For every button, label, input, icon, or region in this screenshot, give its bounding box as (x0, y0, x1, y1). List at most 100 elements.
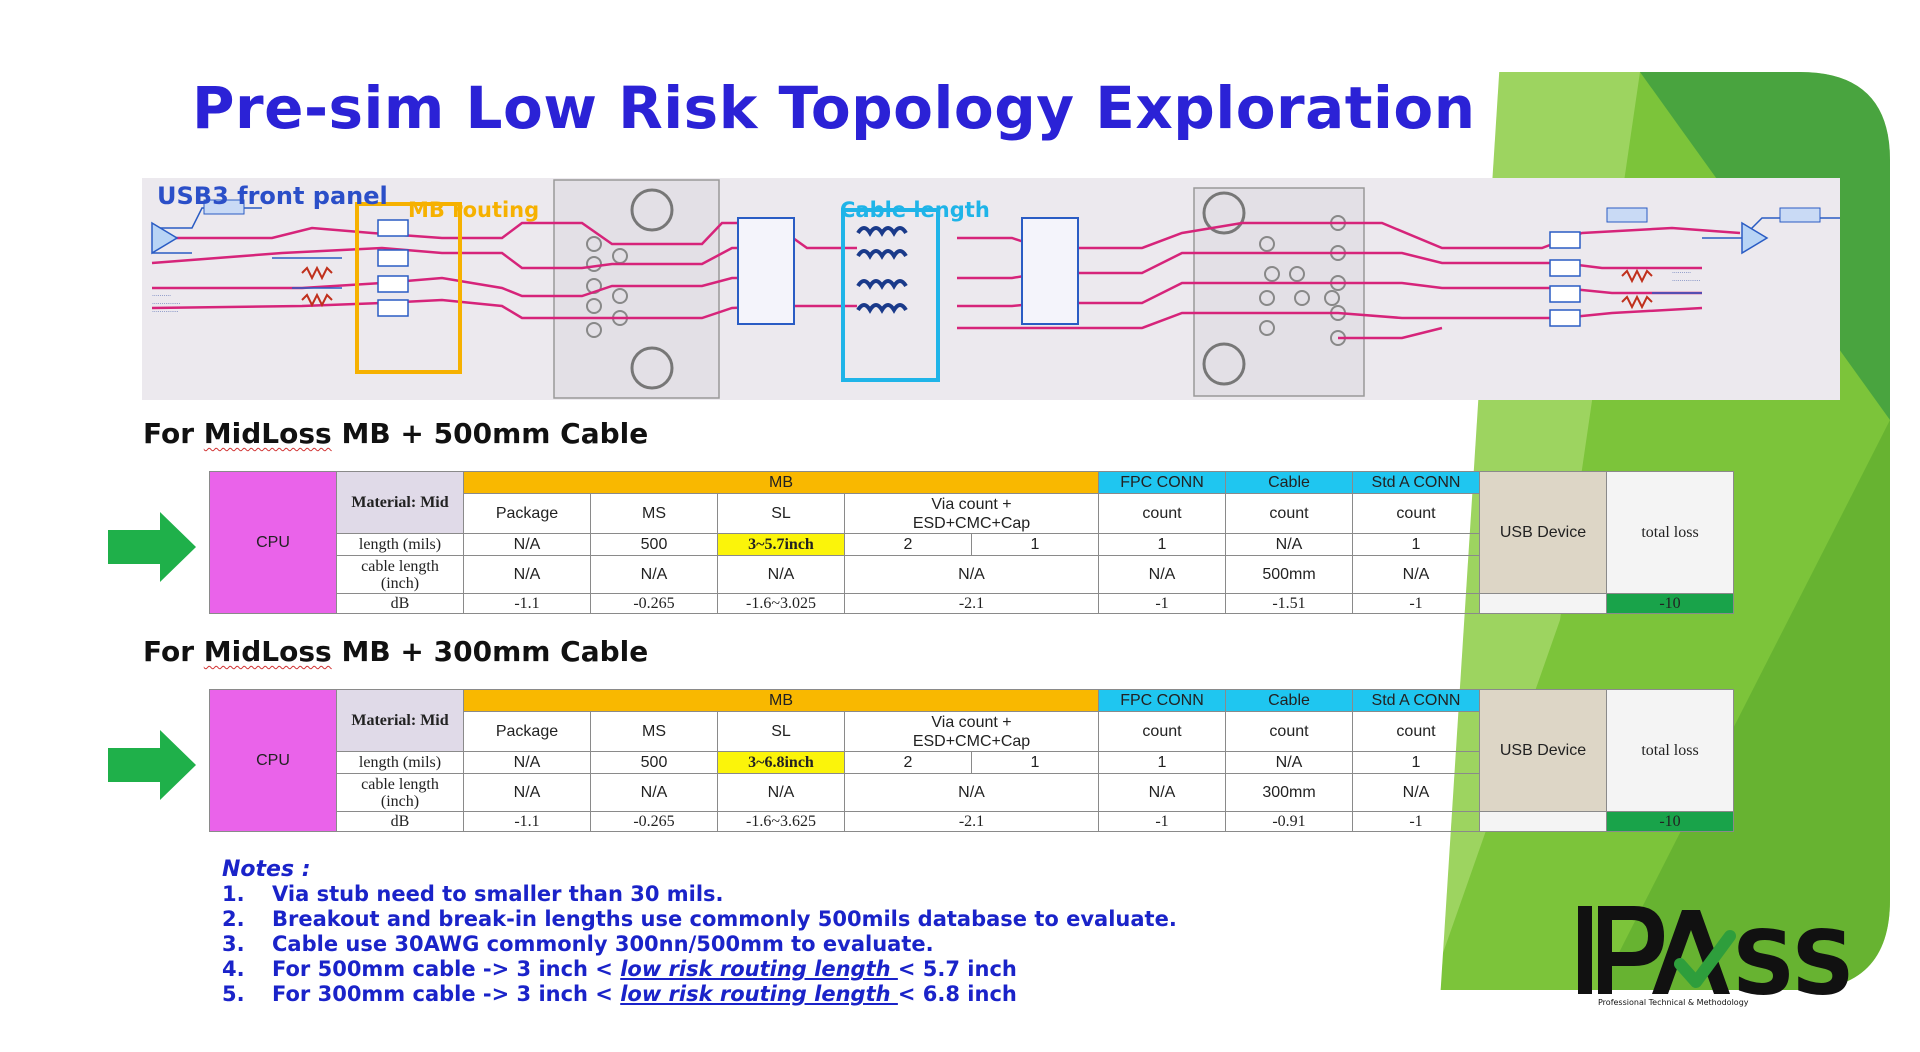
cell: 300mm (1225, 773, 1353, 812)
cell: N/A (463, 773, 591, 812)
cpu-cell: CPU (209, 689, 337, 832)
cell: N/A (1352, 773, 1480, 812)
cell: -0.265 (590, 593, 718, 614)
total-loss-cell: total loss (1606, 471, 1734, 594)
col-via: Via count +ESD+CMC+Cap (844, 493, 1099, 534)
cell: 500 (590, 533, 718, 556)
cell-highlight: 3~5.7inch (717, 533, 845, 556)
svg-text:..........: .......... (152, 291, 171, 298)
cell: N/A (1098, 773, 1226, 812)
loss-table-500mm: CPU Material: Mid MB FPC CONN Cable Std … (209, 471, 1734, 614)
cell: N/A (1225, 751, 1353, 774)
row-cable-label: cable length(inch) (336, 773, 464, 812)
cell: N/A (844, 555, 1099, 594)
pass-logo: SS Professional Technical & Methodology (1578, 906, 1855, 1008)
note-item: 4.For 500mm cable -> 3 inch < low risk r… (222, 957, 1017, 981)
cell: N/A (717, 555, 845, 594)
usb-db-cell (1479, 811, 1607, 832)
cell: 500 (590, 751, 718, 774)
row-cable-label: cable length(inch) (336, 555, 464, 594)
col-count: count (1352, 493, 1480, 534)
col-count: count (1352, 711, 1480, 752)
cell: N/A (844, 773, 1099, 812)
cell: 1 (1352, 533, 1480, 556)
note-item: 1.Via stub need to smaller than 30 mils. (222, 882, 724, 906)
fpc-conn-header: FPC CONN (1098, 471, 1226, 494)
cell: 1 (1352, 751, 1480, 774)
usb3-schematic: .......... ............... .............… (142, 178, 1840, 400)
cell: -1 (1098, 593, 1226, 614)
usb-db-cell (1479, 593, 1607, 614)
col-sl: SL (717, 493, 845, 534)
cell: 2 (844, 533, 972, 556)
svg-text:...............: ............... (152, 299, 181, 306)
cell: -1.6~3.025 (717, 593, 845, 614)
row-db-label: dB (336, 593, 464, 614)
cell: N/A (1098, 555, 1226, 594)
cell: -2.1 (844, 593, 1099, 614)
cell: 2 (844, 751, 972, 774)
cell: N/A (1352, 555, 1480, 594)
section-title-300mm: For MidLoss MB + 300mm Cable (143, 635, 649, 668)
cell: N/A (1225, 533, 1353, 556)
note-item: 3.Cable use 30AWG commonly 300nn/500mm t… (222, 932, 934, 956)
usb-device-cell: USB Device (1479, 689, 1607, 812)
notes-block: Notes : 1.Via stub need to smaller than … (222, 857, 1177, 1007)
slide-title: Pre-sim Low Risk Topology Exploration (192, 74, 1476, 142)
col-package: Package (463, 711, 591, 752)
cable-header: Cable (1225, 689, 1353, 712)
notes-heading: Notes : (222, 857, 311, 882)
cell: N/A (463, 533, 591, 556)
note-item: 5.For 300mm cable -> 3 inch < low risk r… (222, 982, 1017, 1006)
schematic-drawing: .......... ............... .............… (151, 179, 1840, 399)
material-cell: Material: Mid (336, 471, 464, 534)
arrow-right-icon (108, 730, 196, 800)
mb-header: MB (463, 471, 1099, 494)
cell: -1.51 (1225, 593, 1353, 614)
std-a-conn-header: Std A CONN (1352, 689, 1480, 712)
usb-device-cell: USB Device (1479, 471, 1607, 594)
cell: -1 (1352, 811, 1480, 832)
col-ms: MS (590, 711, 718, 752)
total-loss-value: -10 (1606, 593, 1734, 614)
cell-highlight: 3~6.8inch (717, 751, 845, 774)
cell: N/A (590, 773, 718, 812)
row-length-label: length (mils) (336, 751, 464, 774)
cell: N/A (717, 773, 845, 812)
cell: -0.91 (1225, 811, 1353, 832)
cell: 1 (1098, 533, 1226, 556)
col-count: count (1225, 711, 1353, 752)
cell: -1 (1352, 593, 1480, 614)
cell: -2.1 (844, 811, 1099, 832)
std-a-conn-header: Std A CONN (1352, 471, 1480, 494)
cell: N/A (463, 751, 591, 774)
fpc-conn-header: FPC CONN (1098, 689, 1226, 712)
note-item: 2.Breakout and break-in lengths use comm… (222, 907, 1177, 931)
row-db-label: dB (336, 811, 464, 832)
total-loss-cell: total loss (1606, 689, 1734, 812)
section-title-500mm: For MidLoss MB + 500mm Cable (143, 417, 649, 450)
total-loss-value: -10 (1606, 811, 1734, 832)
cell: -1.1 (463, 593, 591, 614)
svg-text:..........: .......... (1672, 268, 1691, 275)
cell: 500mm (1225, 555, 1353, 594)
cell: 1 (971, 751, 1099, 774)
cell: -1.6~3.625 (717, 811, 845, 832)
col-via: Via count +ESD+CMC+Cap (844, 711, 1099, 752)
col-package: Package (463, 493, 591, 534)
cpu-cell: CPU (209, 471, 337, 614)
row-length-label: length (mils) (336, 533, 464, 556)
arrow-right-icon (108, 512, 196, 582)
cell: N/A (590, 555, 718, 594)
col-sl: SL (717, 711, 845, 752)
svg-text:...............: ............... (1672, 276, 1701, 283)
col-ms: MS (590, 493, 718, 534)
loss-table-300mm: CPU Material: Mid MB FPC CONN Cable Std … (209, 689, 1734, 832)
svg-text:SS: SS (1732, 912, 1855, 1008)
material-cell: Material: Mid (336, 689, 464, 752)
cell: N/A (463, 555, 591, 594)
label-usb3-front-panel: USB3 front panel (157, 182, 388, 210)
logo-tagline: Professional Technical & Methodology (1598, 998, 1749, 1007)
col-count: count (1098, 493, 1226, 534)
col-count: count (1098, 711, 1226, 752)
